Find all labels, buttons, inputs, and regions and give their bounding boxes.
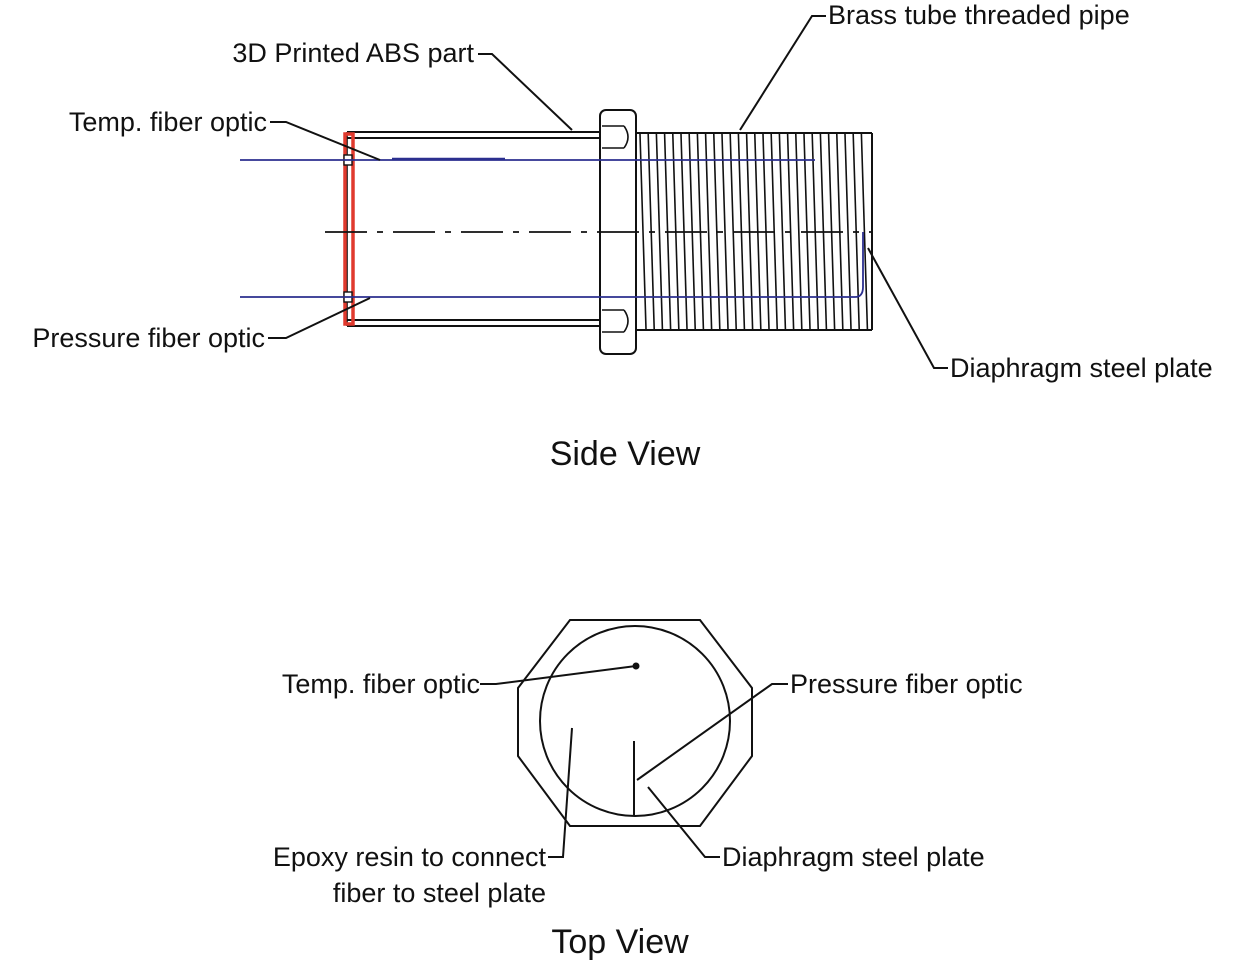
steel-plate-circle xyxy=(539,625,731,817)
epoxy-label-line1: Epoxy resin to connect xyxy=(273,842,547,872)
epoxy-leader xyxy=(548,727,573,858)
pressure-fiber-leader-top xyxy=(636,683,788,781)
side-view-title: Side View xyxy=(550,435,701,473)
diaphragm-label-side: Diaphragm steel plate xyxy=(950,353,1213,383)
thread-line xyxy=(778,133,787,330)
end-plate xyxy=(343,132,355,326)
hex-nut-top xyxy=(517,619,753,827)
diaphragm-leader-side xyxy=(867,247,948,369)
abs-part-leader xyxy=(478,53,573,131)
temp-fiber-label-top: Temp. fiber optic xyxy=(282,669,480,699)
diaphragm-leader-top xyxy=(647,786,720,858)
top-view: Temp. fiber optic Pressure fiber optic E… xyxy=(273,619,1023,961)
thread-line xyxy=(655,133,664,330)
brass-tube-leader xyxy=(739,15,826,131)
thread-line xyxy=(844,133,852,330)
brass-tube-label: Brass tube threaded pipe xyxy=(828,0,1130,30)
temp-fiber-label-side: Temp. fiber optic xyxy=(69,107,267,137)
top-view-title: Top View xyxy=(551,923,689,961)
pressure-fiber-line xyxy=(240,232,864,298)
pressure-fiber-label-top: Pressure fiber optic xyxy=(790,669,1023,699)
thread-line xyxy=(860,133,869,330)
thread-line xyxy=(795,133,803,330)
temp-fiber-leader-side xyxy=(270,121,381,161)
thread-line xyxy=(639,133,647,330)
side-view: 3D Printed ABS part Brass tube threaded … xyxy=(32,0,1212,473)
diaphragm-label-top: Diaphragm steel plate xyxy=(722,842,985,872)
temp-fiber-leader-top xyxy=(480,665,637,685)
pressure-fiber-label-side: Pressure fiber optic xyxy=(32,323,265,353)
pressure-fiber-leader-side xyxy=(268,297,371,339)
abs-part-label: 3D Printed ABS part xyxy=(232,38,474,68)
epoxy-label-line2: fiber to steel plate xyxy=(333,878,546,908)
